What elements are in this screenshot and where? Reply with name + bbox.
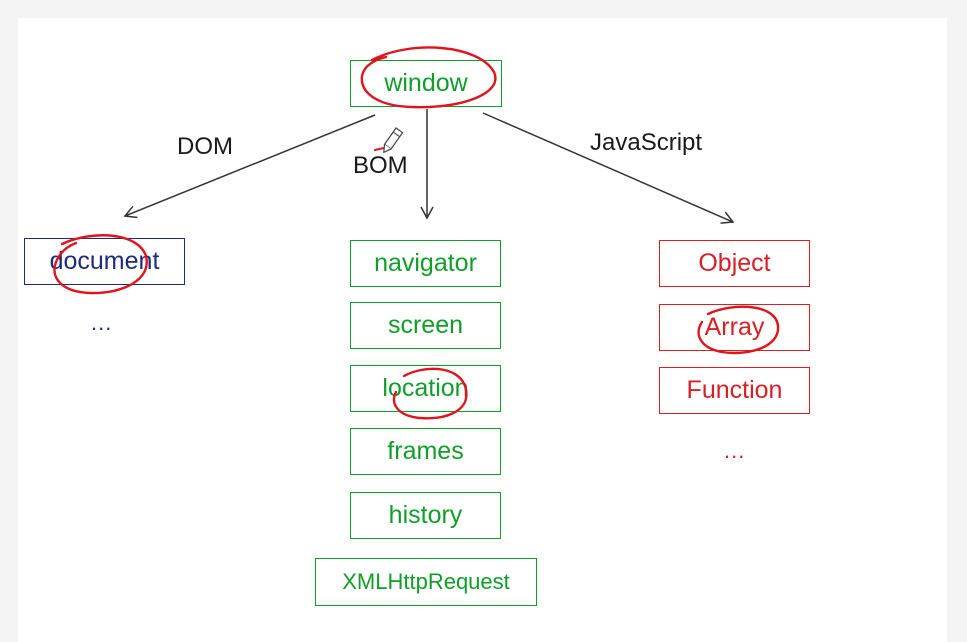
edge-label-javascript: JavaScript [590,129,703,156]
node-location-label: location [382,374,469,402]
node-window-label: window [384,69,468,97]
node-navigator: navigator [350,240,501,287]
dom-more: ... [91,310,113,335]
node-frames: frames [350,428,501,475]
edge-label-bom: BOM [353,152,408,179]
node-screen-label: screen [387,311,464,339]
node-location: location [350,365,501,412]
node-window: window [350,60,502,107]
node-array-label: Array [704,313,765,341]
node-history-label: history [388,501,463,529]
node-navigator-label: navigator [374,249,477,277]
js-more: ... [724,438,746,463]
node-array: Array [659,304,810,351]
node-document-label: document [49,247,160,275]
node-function-label: Function [686,376,783,404]
node-object: Object [659,240,810,287]
node-frames-label: frames [387,437,464,465]
edge-label-dom: DOM [177,133,233,160]
node-screen: screen [350,302,501,349]
node-object-label: Object [698,249,771,277]
node-xmlhttprequest-label: XMLHttpRequest [342,569,510,594]
node-document: document [24,238,185,285]
node-xmlhttprequest: XMLHttpRequest [315,558,537,606]
node-function: Function [659,367,810,414]
node-history: history [350,492,501,539]
